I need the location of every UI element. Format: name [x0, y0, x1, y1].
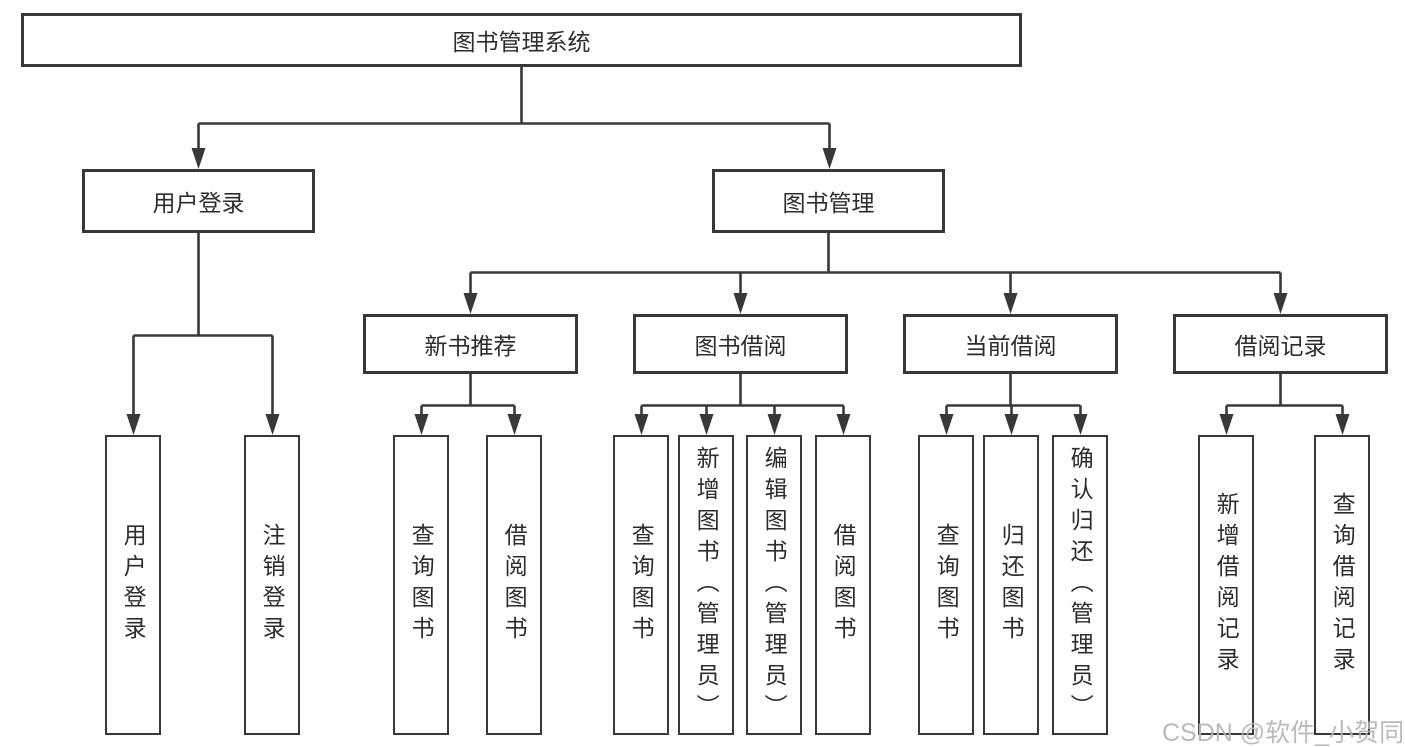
leaf-confirm-return-admin: 确认归还（管理员） [1052, 435, 1108, 735]
csdn-watermark: CSDN @软件_小贺同学 [1162, 719, 1405, 747]
leaf-label: 查询图书 [628, 523, 655, 647]
leaf-add-books-admin: 新增图书（管理员） [678, 435, 734, 735]
node-user-login: 用户登录 [82, 169, 315, 233]
leaf-logout: 注销登录 [244, 435, 300, 735]
leaf-borrow-books-recommend: 借阅图书 [486, 435, 542, 735]
leaf-label: 借阅图书 [501, 523, 528, 647]
node-book-management: 图书管理 [712, 169, 945, 233]
node-book-borrow: 图书借阅 [633, 314, 848, 374]
leaf-query-borrow-record: 查询借阅记录 [1314, 435, 1370, 735]
leaf-label: 确认归还（管理员） [1067, 445, 1094, 725]
node-library-management-system: 图书管理系统 [21, 13, 1022, 67]
leaf-borrow-books: 借阅图书 [815, 435, 871, 735]
node-new-book-recommend: 新书推荐 [363, 314, 578, 374]
leaf-return-books: 归还图书 [983, 435, 1039, 735]
leaf-label: 注销登录 [259, 523, 286, 647]
leaf-user-login: 用户登录 [105, 435, 161, 735]
node-borrow-record: 借阅记录 [1173, 314, 1388, 374]
leaf-label: 查询图书 [408, 523, 435, 647]
leaf-label: 查询借阅记录 [1329, 492, 1356, 678]
leaf-label: 归还图书 [998, 523, 1025, 647]
tree-branch-lines [133, 67, 1343, 407]
leaf-query-books-recommend: 查询图书 [393, 435, 449, 735]
leaf-label: 借阅图书 [830, 523, 857, 647]
leaf-label: 新增借阅记录 [1213, 492, 1240, 678]
leaf-label: 新增图书（管理员） [693, 445, 720, 725]
leaf-query-books-current: 查询图书 [918, 435, 974, 735]
leaf-add-borrow-record: 新增借阅记录 [1198, 435, 1254, 735]
leaf-query-books-borrow: 查询图书 [613, 435, 669, 735]
leaf-label: 用户登录 [120, 523, 147, 647]
leaf-label: 编辑图书（管理员） [761, 445, 788, 725]
leaf-label: 查询图书 [933, 523, 960, 647]
leaf-edit-books-admin: 编辑图书（管理员） [746, 435, 802, 735]
node-current-borrow: 当前借阅 [903, 314, 1118, 374]
